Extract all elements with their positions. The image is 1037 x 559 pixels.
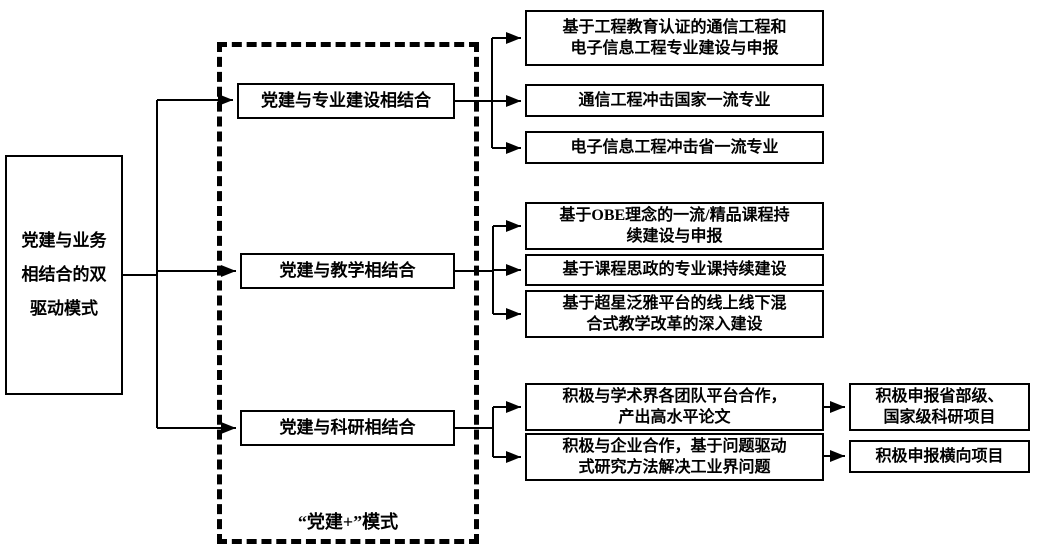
outcome-professional-1-label: 基于工程教育认证的通信工程和 电子信息工程专业建设与申报	[562, 18, 787, 57]
outcome-professional-1: 基于工程教育认证的通信工程和 电子信息工程专业建设与申报	[525, 10, 824, 66]
connector-research-to-results	[824, 401, 845, 462]
branch-research: 党建与科研相结合	[240, 410, 455, 446]
branch-teaching-label: 党建与教学相结合	[279, 260, 416, 280]
branch-research-label: 党建与科研相结合	[279, 417, 416, 437]
branch-teaching: 党建与教学相结合	[240, 253, 455, 289]
outcome-teaching-1: 基于OBE理念的一流/精品课程持 续建设与申报	[525, 202, 824, 250]
result-research-projects-label: 积极申报省部级、 国家级科研项目	[875, 387, 1004, 426]
outcome-research-1: 积极与学术界各团队平台合作， 产出高水平论文	[525, 383, 824, 431]
root-node: 党建与业务 相结合的双 驱动模式	[5, 155, 123, 395]
dashed-group-frame	[217, 42, 479, 544]
outcome-teaching-3-label: 基于超星泛雅平台的线上线下混 合式教学改革的深入建设	[562, 294, 787, 333]
outcome-professional-2: 通信工程冲击国家一流专业	[525, 84, 824, 117]
result-horizontal-projects-label: 积极申报横向项目	[875, 447, 1004, 465]
outcome-professional-3-label: 电子信息工程冲击省一流专业	[570, 138, 779, 156]
connector-professional-fanout	[455, 32, 521, 154]
result-horizontal-projects: 积极申报横向项目	[849, 440, 1030, 473]
outcome-teaching-2: 基于课程思政的专业课持续建设	[525, 254, 824, 286]
branch-professional-label: 党建与专业建设相结合	[261, 90, 431, 110]
outcome-professional-2-label: 通信工程冲击国家一流专业	[578, 91, 771, 109]
connector-teaching-fanout	[455, 220, 521, 320]
connector-root-to-branches	[123, 94, 236, 434]
outcome-research-1-label: 积极与学术界各团队平台合作， 产出高水平论文	[562, 387, 787, 426]
outcome-teaching-1-label: 基于OBE理念的一流/精品课程持 续建设与申报	[559, 206, 790, 245]
outcome-research-2: 积极与企业合作，基于问题驱动 式研究方法解决工业界问题	[525, 433, 824, 481]
branch-professional-construction: 党建与专业建设相结合	[237, 83, 455, 119]
outcome-research-2-label: 积极与企业合作，基于问题驱动 式研究方法解决工业界问题	[562, 437, 787, 476]
group-caption-label: “党建+”模式	[297, 512, 399, 532]
result-research-projects: 积极申报省部级、 国家级科研项目	[849, 383, 1030, 431]
outcome-teaching-2-label: 基于课程思政的专业课持续建设	[562, 261, 787, 279]
root-node-label: 党建与业务 相结合的双 驱动模式	[21, 231, 107, 318]
outcome-teaching-3: 基于超星泛雅平台的线上线下混 合式教学改革的深入建设	[525, 290, 824, 338]
outcome-professional-3: 电子信息工程冲击省一流专业	[525, 131, 824, 164]
group-caption: “党建+”模式	[217, 508, 479, 534]
